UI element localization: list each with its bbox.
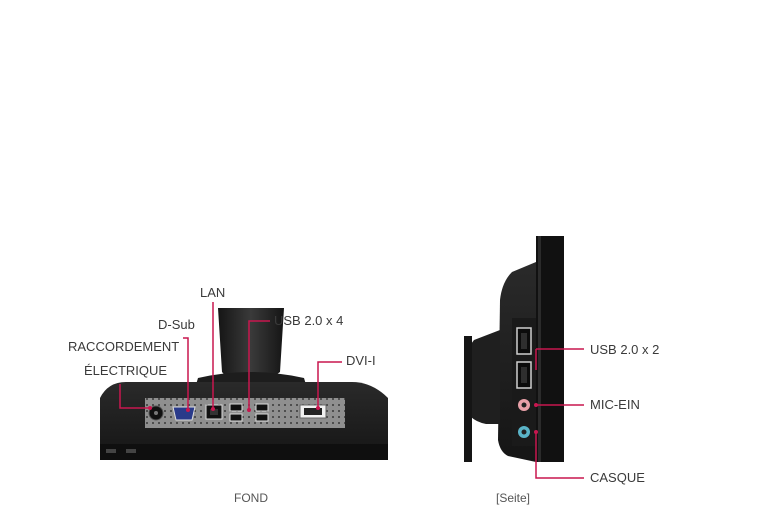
rear-view-caption: FOND xyxy=(234,491,268,505)
mic-label: MIC-EIN xyxy=(590,397,640,412)
side-view-monitor xyxy=(464,236,564,462)
rear-button xyxy=(106,449,116,453)
dvi-leader xyxy=(317,361,342,408)
headphone-leader xyxy=(535,432,584,479)
mic-dot xyxy=(534,403,538,407)
dsub-port xyxy=(172,406,196,421)
stand-neck xyxy=(218,308,284,380)
power-label-line2: ÉLECTRIQUE xyxy=(84,363,168,378)
rear-view-monitor xyxy=(100,308,388,460)
rear-usb-label: USB 2.0 x 4 xyxy=(274,313,344,328)
dvi-label: DVI-I xyxy=(346,353,376,368)
power-label-line1: RACCORDEMENT xyxy=(68,339,180,354)
rear-leader-lines xyxy=(119,302,342,410)
side-stand xyxy=(464,330,500,424)
side-usb-label: USB 2.0 x 2 xyxy=(590,342,660,357)
power-dot xyxy=(148,406,152,410)
lan-dot xyxy=(211,407,215,411)
rear-usb-port xyxy=(255,413,269,422)
headphone-label: CASQUE xyxy=(590,470,645,485)
side-view-caption: [Seite] xyxy=(496,491,531,505)
dvi-dot xyxy=(316,406,320,410)
rear-usb-port xyxy=(255,403,269,412)
usb-leader xyxy=(248,320,270,410)
rear-usb-port xyxy=(229,403,243,412)
usb-dot xyxy=(247,408,251,412)
dsub-label: D-Sub xyxy=(158,317,195,332)
dsub-dot xyxy=(186,408,190,412)
dsub-leader xyxy=(183,337,189,410)
power-leader xyxy=(119,384,150,409)
rear-usb-port xyxy=(229,413,243,422)
lan-label: LAN xyxy=(200,285,226,300)
side-leader-lines xyxy=(535,348,584,479)
rear-button xyxy=(126,449,136,453)
headphone-dot xyxy=(534,430,538,434)
